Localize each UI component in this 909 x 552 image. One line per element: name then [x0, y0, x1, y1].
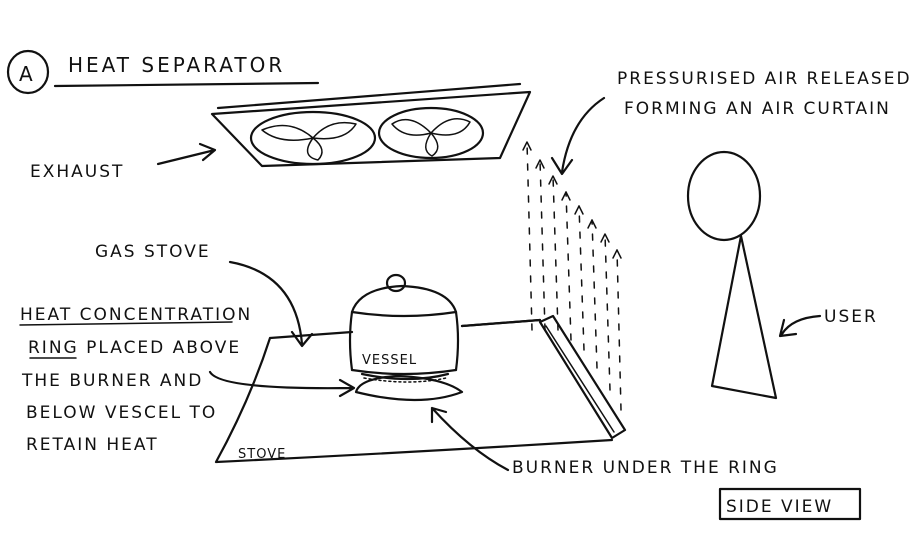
ring-label-line5: RETAIN HEAT: [26, 435, 159, 455]
exhaust-fan-left: [249, 110, 377, 166]
side-view-box: [718, 487, 862, 521]
ring-label-line3: THE BURNER AND: [21, 371, 203, 391]
ring-arrow: [208, 370, 356, 398]
exhaust-label: EXHAUST: [30, 162, 124, 182]
user-label: USER: [824, 307, 878, 327]
burner-arrow: [430, 406, 510, 472]
gas-stove-label: GAS STOVE: [95, 242, 211, 262]
air-curtain-label-line2: FORMING AN AIR CURTAIN: [624, 99, 891, 119]
air-nozzle-bar: [538, 314, 627, 440]
ring-label-line1: HEAT CONCENTRATION: [20, 305, 252, 325]
section-marker-circle: [6, 49, 50, 95]
vessel-label: VESSEL: [362, 353, 417, 368]
stove-label: STOVE: [238, 447, 286, 462]
title-underline: [53, 81, 320, 88]
ring-label-line2: RING PLACED ABOVE: [28, 338, 241, 358]
exhaust-hood: [210, 82, 532, 168]
user-figure: [686, 150, 778, 400]
heat-concentration-ring: [360, 372, 450, 383]
ring-label-line4: BELOW VESCEL TO: [26, 403, 217, 423]
user-arrow: [778, 314, 822, 338]
burner-label: BURNER UNDER THE RING: [512, 458, 779, 478]
air-curtain-label-line1: PRESSURISED AIR RELEASED: [617, 69, 909, 89]
gas-stove-arrow: [228, 260, 314, 348]
vessel: [348, 273, 460, 376]
exhaust-arrow: [156, 142, 217, 166]
section-marker: A: [6, 49, 50, 95]
vessel-to-nozzle-line: [460, 318, 542, 328]
ring-label-underline: [19, 321, 233, 326]
section-marker-letter: A: [19, 62, 36, 86]
burner: [354, 374, 464, 402]
side-view-label: SIDE VIEW: [726, 497, 833, 517]
air-curtain: [522, 141, 622, 411]
air-curtain-arrow: [550, 96, 606, 176]
diagram-title: HEAT SEPARATOR: [68, 53, 285, 77]
exhaust-fan-right: [377, 106, 485, 160]
